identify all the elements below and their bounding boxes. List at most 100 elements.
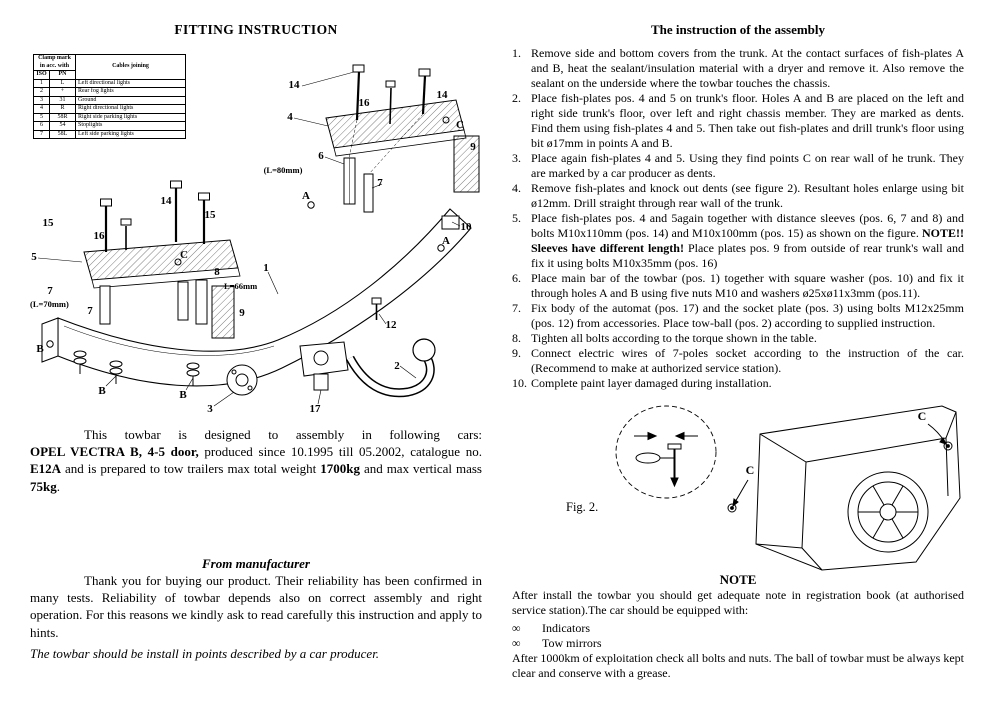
automat-body — [299, 341, 349, 391]
side-plate-center — [211, 285, 235, 339]
diagram-label: A — [442, 235, 450, 247]
assembly-step: 9.Connect electric wires of 7-poles sock… — [512, 346, 964, 376]
table-cell: Rear fog lights — [75, 87, 186, 97]
step-number: 3. — [512, 151, 521, 165]
diagram-label: C — [456, 119, 464, 131]
note-heading: NOTE — [719, 572, 757, 587]
catalogue-no: E12A — [30, 461, 62, 477]
diagram-label: 7 — [377, 177, 383, 189]
assembly-step: 5. Place fish-plates pos. 4 and 5again to… — [512, 211, 964, 271]
diagram-label-group: 14 16 14 4 C 9 6 (L=80mm) 7 A 10 A 15 14… — [30, 79, 476, 415]
equipment-list-item: ∞ Tow mirrors — [512, 636, 964, 650]
bolts-top — [352, 64, 431, 125]
diagram-label: 14 — [437, 89, 449, 101]
table-cell: 5 — [33, 112, 50, 122]
diagram-label: 6 — [318, 150, 324, 162]
table-cell: 6 — [33, 121, 50, 131]
step-text: Tighten all bolts according to the torqu… — [531, 331, 817, 345]
table-cell: 58L — [49, 129, 76, 139]
fish-plate-top — [325, 99, 467, 157]
hole-A-upper — [307, 201, 315, 209]
hole-A-lower — [437, 244, 445, 252]
manufacturer-text: Thank you for buying our product. Their … — [30, 573, 482, 640]
sleeves-top — [343, 113, 424, 213]
max-weight: 1700kg — [320, 461, 360, 477]
sleeves-left — [99, 279, 208, 325]
diagram-label: 16 — [94, 230, 106, 242]
diagram-label: B — [179, 389, 187, 401]
diagram-label: 14 — [161, 195, 173, 207]
hole-C-top — [442, 116, 450, 124]
step-text: Place fish-plates pos. 4 and 5again toge… — [531, 211, 964, 240]
step-number: 8. — [512, 331, 521, 345]
table-cell: 31 — [49, 95, 76, 105]
diagram-label: 9 — [470, 141, 476, 153]
diagram-label: 7 — [47, 285, 53, 297]
assembly-step: 1. Remove side and bottom covers from the… — [512, 46, 964, 91]
table-cell: 4 — [33, 104, 50, 114]
diagram-label: 15 — [43, 217, 55, 229]
manufacturer-heading: From manufacturer — [202, 556, 310, 571]
assembly-step: 3.Place again fish-plates 4 and 5. Using… — [512, 151, 964, 181]
step-number: 2. — [512, 91, 521, 105]
diagram-label: B — [98, 385, 106, 397]
socket-plate — [226, 364, 258, 396]
assembly-step: 10.Complete paint layer damaged during i… — [512, 376, 964, 391]
description-lead: This towbar is designed to assembly in f… — [84, 427, 482, 442]
hole-C-left — [174, 258, 182, 266]
fig-point-label: C — [746, 463, 755, 477]
table-cell: + — [49, 87, 76, 97]
table-cell: 2 — [33, 87, 50, 97]
diagram-label: 10 — [461, 221, 473, 233]
car-description: This towbar is designed to assembly in f… — [30, 427, 482, 494]
table-cell: 1 — [33, 78, 50, 88]
page-title-left: FITTING INSTRUCTION — [174, 22, 338, 37]
tow-ball — [346, 338, 436, 398]
diagram-label: 1 — [263, 262, 269, 274]
step-number: 4. — [512, 181, 521, 195]
step-number: 9. — [512, 346, 521, 360]
assembly-step: 8. Tighten all bolts according to the tor… — [512, 331, 964, 346]
hole-B-left — [46, 340, 54, 348]
table-cell: L — [49, 78, 76, 88]
step-text: Place fish-plates pos. 4 and 5 on trunk'… — [531, 91, 964, 150]
diagram-label: 7 — [87, 305, 93, 317]
bolt-12 — [371, 297, 382, 320]
leader-lines — [37, 71, 461, 407]
infinity-marker: ∞ — [512, 621, 521, 635]
step-number: 5. — [512, 211, 521, 225]
maintenance-paragraph: After 1000km of exploitation check all b… — [512, 651, 965, 680]
nut-stacks — [73, 350, 200, 386]
diagram-label: 17 — [310, 403, 322, 415]
table-cell: 3 — [33, 95, 50, 105]
diagram-label: 5 — [31, 251, 37, 263]
clamp-mark-table: Clamp mark in acc. with Cables joining I… — [33, 54, 186, 139]
side-plate-right — [453, 135, 480, 193]
table-cell: Right side parking lights — [75, 112, 186, 122]
table-cell: R — [49, 104, 76, 114]
table-cell: Ground — [75, 95, 186, 105]
assembly-step: 6. Place main bar of the towbar (pos. 1) … — [512, 271, 964, 301]
step-text: Place main bar of the towbar (pos. 1) to… — [531, 271, 964, 300]
table-header: ISO — [33, 70, 50, 80]
step-text: Place plates pos. 9 from outside of rear… — [531, 241, 964, 270]
assembly-step: 4.Remove fish-plates and knock out dents… — [512, 181, 964, 211]
car-model: OPEL VECTRA B, 4-5 door, — [30, 444, 199, 460]
figure-caption: Fig. 2. — [566, 500, 599, 514]
step-number: 1. — [512, 46, 521, 60]
infinity-marker: ∞ — [512, 636, 521, 650]
table-header: PN — [49, 70, 76, 80]
step-number: 6. — [512, 271, 521, 285]
trunk-outline — [755, 405, 961, 571]
diagram-label: 9 — [239, 307, 245, 319]
step-text: Remove side and bottom covers from the t… — [531, 46, 964, 90]
diagram-label: 2 — [394, 360, 400, 372]
diagram-label: 4 — [287, 111, 293, 123]
table-cell: Left directional lights — [75, 78, 186, 88]
dent-tool-icons — [634, 431, 698, 488]
